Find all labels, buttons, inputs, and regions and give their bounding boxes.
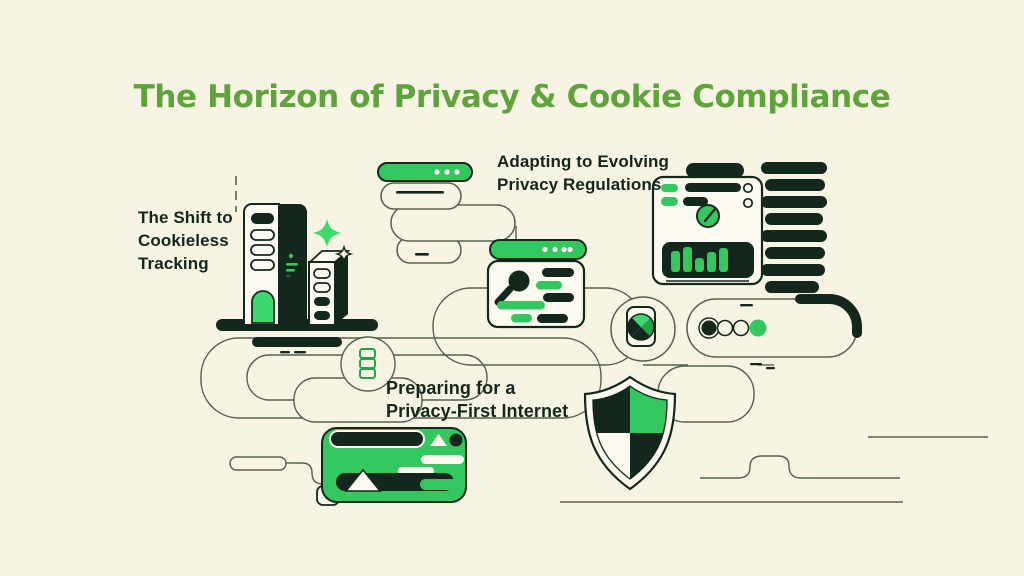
label-line: Privacy-First Internet [386,401,569,421]
browser-bar-dots [377,162,473,182]
label-privacy-regulations: Adapting to Evolving Privacy Regulations [497,150,669,196]
triangle-icon [430,434,447,446]
cookie-quadrant-icon [627,313,655,341]
label-line: The Shift to [138,208,233,227]
privacy-shield-icon [583,375,677,491]
label-privacy-first-internet: Preparing for a Privacy-First Internet [386,377,568,423]
bar-chart-icon [662,242,754,278]
label-cookieless-tracking: The Shift to Cookieless Tracking [138,206,233,275]
server-towers-icon [216,176,378,347]
sparkle-outline-icon [334,244,354,264]
cloud-left [200,336,602,423]
consent-banner [316,427,467,506]
ladder-chain-icon [359,348,376,379]
search-card [486,259,586,329]
page-title: The Horizon of Privacy & Cookie Complian… [133,78,891,115]
label-line: Cookieless [138,231,229,250]
pill-stack [761,162,827,293]
mountain-thumbnail-icon [344,468,382,492]
ladder-chain-badge [340,336,396,392]
dashboard-window [651,163,764,286]
consent-dots-panel [686,294,862,370]
sparkle-icon [313,219,341,247]
magnifier-icon [494,270,530,306]
label-line: Tracking [138,254,209,273]
cloud-bottom-left [229,456,332,485]
cookie-dialog-icon [610,296,676,362]
browser-bar-dots-2 [489,239,587,260]
corner-accent-arc [795,294,862,338]
label-line: Adapting to Evolving [497,152,669,171]
label-line: Preparing for a [386,378,516,398]
server-door [251,290,275,324]
gauge-icon [696,204,720,228]
consent-toggle-dots [698,317,767,339]
chat-bubble-bars [377,162,587,264]
label-line: Privacy Regulations [497,175,662,194]
